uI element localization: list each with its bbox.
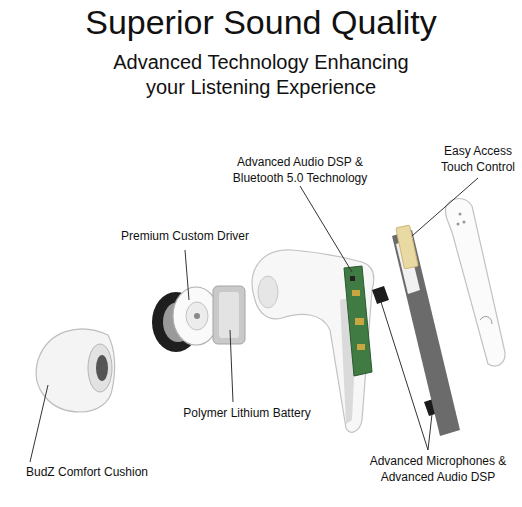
earbud-body xyxy=(252,250,374,432)
part-label: Advanced Audio DSP & Bluetooth 5.0 Techn… xyxy=(225,155,375,186)
driver xyxy=(152,287,219,352)
part-label: BudZ Comfort Cushion xyxy=(2,465,172,481)
ear-tip xyxy=(36,329,114,412)
leader-lines xyxy=(30,178,478,462)
outer-shell xyxy=(445,199,504,367)
inner-plate xyxy=(392,230,460,436)
page-title: Superior Sound Quality xyxy=(6,2,516,43)
battery xyxy=(213,286,245,344)
subtitle: Advanced Technology Enhancing your Liste… xyxy=(96,50,426,100)
leader-line xyxy=(381,302,428,450)
leader-line xyxy=(300,186,352,272)
part-label: Easy Access Touch Control xyxy=(436,144,520,175)
leader-line xyxy=(30,385,48,462)
part-label: Advanced Microphones & Advanced Audio DS… xyxy=(363,454,513,485)
circuit-board xyxy=(344,266,372,376)
leader-line xyxy=(428,414,432,450)
touch-pad xyxy=(396,225,418,269)
part-label: Premium Custom Driver xyxy=(95,229,275,245)
leader-line xyxy=(230,330,233,402)
leader-line xyxy=(412,178,478,236)
part-label: Polymer Lithium Battery xyxy=(157,406,337,422)
leader-line xyxy=(185,250,189,300)
